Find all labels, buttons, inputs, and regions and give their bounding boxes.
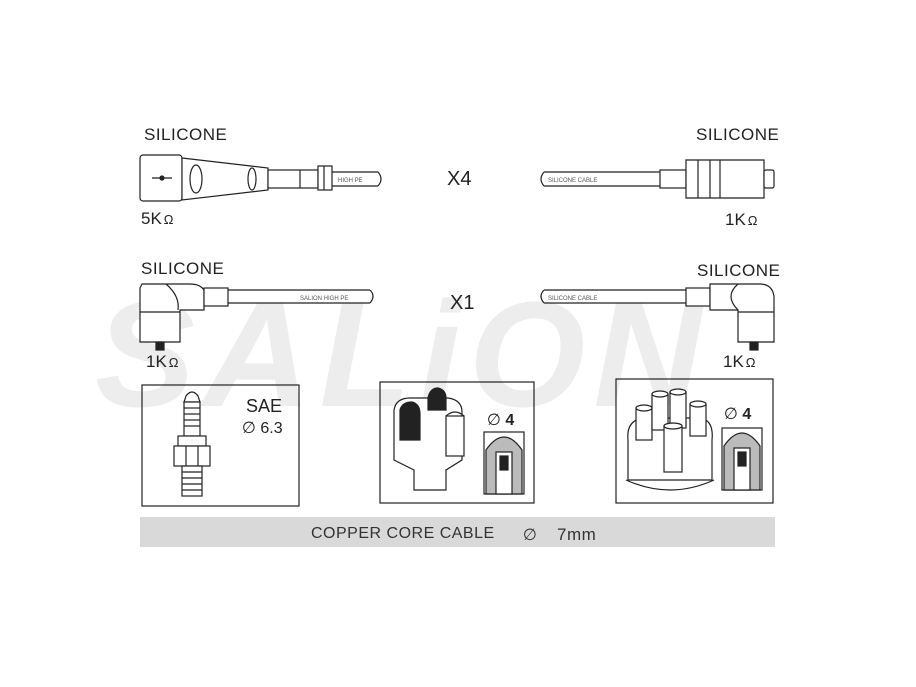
bottom-right-cable-print: SILICONE CABLE — [548, 296, 597, 302]
top-left-resistance-value: 5K — [141, 209, 162, 228]
cap-a-diameter-value: 4 — [505, 412, 515, 429]
top-left-cable-print: HIGH PE — [338, 178, 363, 184]
spark-plug-standard: SAE — [246, 396, 283, 416]
cap-b-box — [615, 378, 774, 504]
bottom-right-silicone-label: SILICONE — [697, 261, 781, 280]
top-left-silicone-label: SILICONE — [144, 125, 228, 144]
bottom-quantity: X1 — [450, 292, 475, 314]
top-right-resistance-value: 1K — [725, 210, 746, 229]
footer-value: 7mm — [557, 525, 597, 544]
diameter-icon: ∅ — [724, 406, 738, 423]
cap-a-box — [379, 381, 535, 504]
diameter-icon: ∅ — [523, 527, 538, 544]
diameter-icon: ∅ — [242, 420, 256, 437]
footer-bar — [140, 517, 775, 547]
ohm-icon: Ω — [745, 355, 756, 370]
cap-a-drawing — [393, 387, 525, 495]
diameter-icon: ∅ — [487, 412, 501, 429]
bottom-left-resistance-value: 1K — [146, 352, 167, 371]
top-left-plug-boot — [139, 154, 382, 202]
cap-b-diameter: ∅ 4 — [724, 404, 751, 424]
cap-b-diameter-value: 4 — [742, 406, 752, 423]
bottom-left-angled-boot — [139, 283, 374, 351]
ohm-icon: Ω — [163, 212, 174, 227]
bottom-right-angled-boot — [540, 283, 775, 351]
spark-plug-box — [141, 384, 300, 507]
top-quantity: X4 — [447, 168, 472, 190]
top-right-cable-print: SILICONE CABLE — [548, 178, 597, 184]
spark-plug-drawing — [173, 391, 211, 497]
top-right-silicone-label: SILICONE — [696, 125, 780, 144]
footer-label: COPPER CORE CABLE — [311, 525, 495, 542]
bottom-left-silicone-label: SILICONE — [141, 259, 225, 278]
cap-a-diameter: ∅ 4 — [487, 410, 514, 430]
top-right-coil-boot — [540, 159, 775, 199]
ohm-icon: Ω — [168, 355, 179, 370]
ohm-icon: Ω — [747, 213, 758, 228]
spark-plug-diameter: ∅ 6.3 — [242, 418, 283, 438]
bottom-left-cable-print: SALION HIGH PE — [300, 296, 348, 302]
bottom-right-resistance-value: 1K — [723, 352, 744, 371]
cap-b-drawing — [625, 388, 763, 491]
spark-plug-diameter-value: 6.3 — [260, 420, 283, 437]
